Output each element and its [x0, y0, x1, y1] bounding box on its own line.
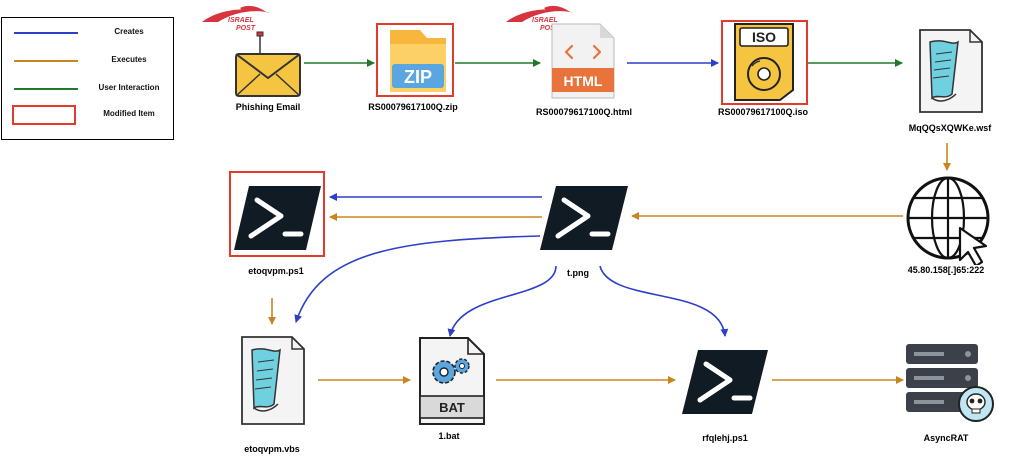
powershell-icon — [234, 186, 321, 250]
bat-badge: BAT — [439, 400, 465, 415]
html-file-icon: HTML — [551, 23, 615, 99]
legend: Creates Executes User Interaction Modifi… — [1, 17, 174, 140]
svg-text:POST: POST — [236, 25, 256, 32]
node-label-ps1-rfq: rfqlehj.ps1 — [700, 433, 750, 443]
vbs-script-icon — [241, 336, 305, 425]
edge-png-creates-bat — [447, 265, 557, 337]
legend-line-creates — [14, 32, 78, 34]
node-label-vbs: etoqvpm.vbs — [242, 444, 302, 454]
legend-item-creates: Creates — [2, 23, 175, 43]
node-label-phishing-email: Phishing Email — [233, 102, 303, 112]
legend-line-user-interaction — [14, 88, 78, 90]
modified-highlight — [721, 20, 808, 105]
node-label-zip: RS00079617100Q.zip — [366, 102, 460, 112]
israel-post-logo: ISRAEL POST — [506, 5, 578, 32]
legend-box-modified — [12, 105, 76, 125]
gear-icon — [432, 358, 470, 384]
cursor-icon — [958, 226, 988, 268]
bat-file-icon: BAT — [419, 337, 485, 425]
node-label-ps1-modified: etoqvpm.ps1 — [246, 266, 306, 276]
israel-post-logo-text: ISRAEL — [228, 17, 254, 24]
server-icon — [906, 344, 994, 422]
wsf-script-icon — [919, 29, 983, 113]
legend-item-modified: Modified Item — [2, 105, 175, 125]
node-label-iso: RS00079617100Q.iso — [715, 107, 811, 117]
modified-highlight — [376, 23, 454, 97]
iso-disc-icon: ISO — [734, 23, 794, 101]
legend-item-executes: Executes — [2, 51, 175, 71]
iso-badge: ISO — [752, 29, 776, 45]
phishing-email-icon — [235, 31, 301, 97]
globe-icon — [906, 176, 990, 268]
node-label-html: RS00079617100Q.html — [533, 107, 635, 117]
israel-post-logo: ISRAEL POST — [202, 5, 274, 32]
edge-png-creates-rfq — [599, 265, 729, 337]
node-label-png: t.png — [565, 268, 591, 278]
edge-png-creates-vbs — [294, 235, 541, 323]
legend-label: Modified Item — [103, 109, 155, 118]
node-label-wsf: MqQQsXQWKe.wsf — [906, 123, 994, 133]
zip-file-icon: ZIP — [390, 30, 446, 92]
skull-icon — [958, 386, 994, 422]
powershell-icon — [540, 186, 628, 250]
modified-highlight — [229, 171, 325, 257]
powershell-icon — [682, 350, 768, 414]
node-label-ip: 45.80.158[.]65:222 — [905, 265, 987, 275]
legend-label: User Interaction — [98, 83, 160, 92]
svg-text:ISRAEL: ISRAEL — [532, 17, 558, 24]
legend-line-executes — [14, 60, 78, 62]
html-badge: HTML — [564, 73, 603, 89]
zip-badge: ZIP — [404, 67, 432, 87]
legend-label: Creates — [114, 27, 144, 36]
legend-item-user-interaction: User Interaction — [2, 79, 175, 99]
node-label-asyncrat: AsyncRAT — [921, 433, 971, 443]
legend-label: Executes — [111, 55, 147, 64]
svg-text:POST: POST — [540, 25, 560, 32]
node-label-bat: 1.bat — [436, 431, 462, 441]
edges — [268, 59, 951, 384]
